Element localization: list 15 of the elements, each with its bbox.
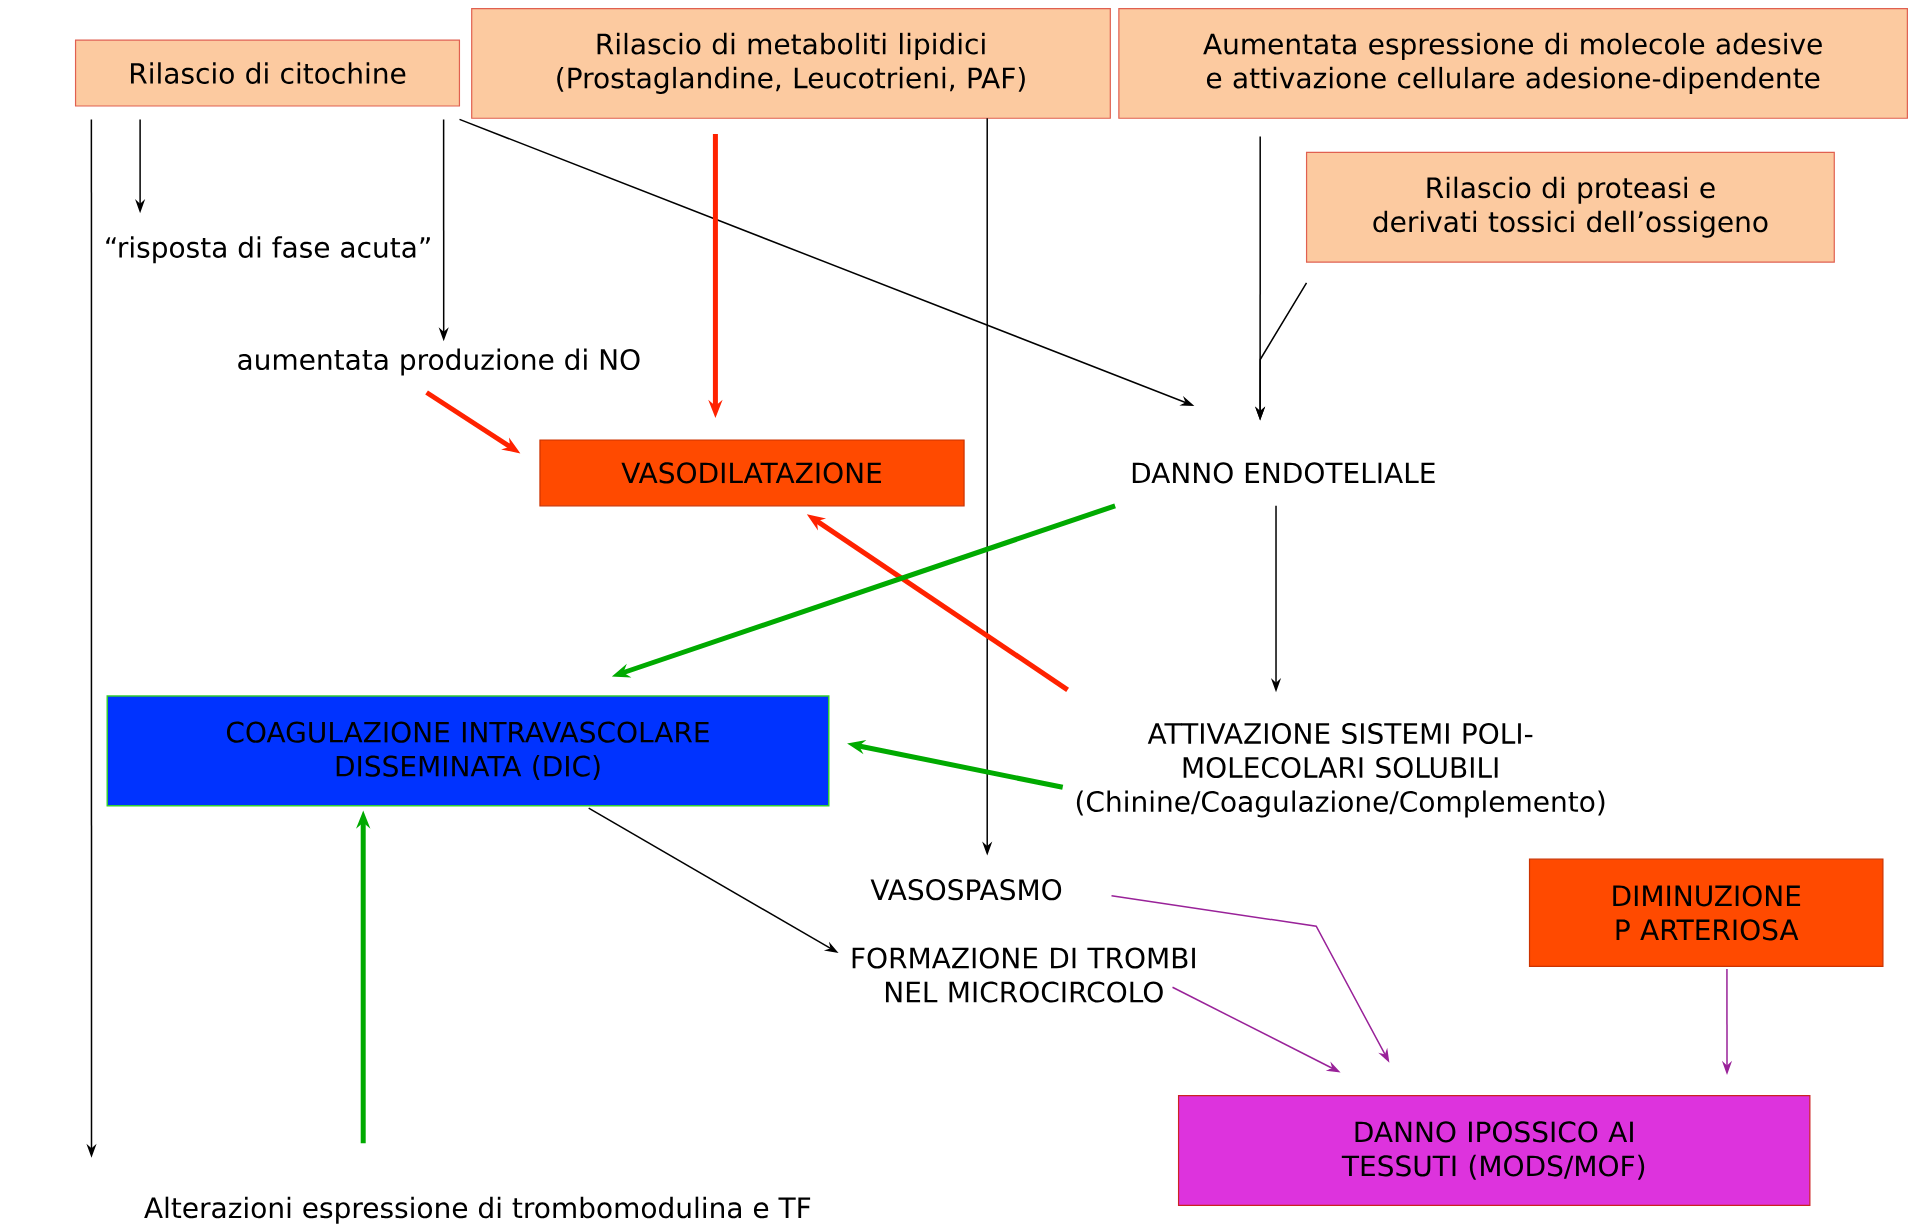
- process-box: VASODILATAZIONE: [539, 439, 965, 507]
- flow-text: Alterazioni espressione di trombomodulina e TF: [144, 1196, 811, 1224]
- flow-text: “risposta di fase acuta”: [106, 236, 430, 264]
- process-box: Rilascio di citochine: [74, 39, 461, 107]
- flow-text: ATTIVAZIONE SISTEMI POLI- MOLECOLARI SOLUBILI (Chinine/Coagulazione/Complemento): [1076, 722, 1605, 818]
- process-box: Rilascio di proteasi e derivati tossici dell’ossigeno: [1305, 151, 1835, 263]
- flow-text: FORMAZIONE DI TROMBI NEL MICROCIRCOLO: [852, 947, 1195, 1003]
- process-box: Aumentata espressione di molecole adesive e attivazione cellulare adesione-dipendente: [1118, 7, 1908, 119]
- process-box: Rilascio di metaboliti lipidici (Prostaglandine, Leucotrieni, PAF): [471, 7, 1111, 119]
- process-box: DANNO IPOSSICO AI TESSUTI (MODS/MOF): [1177, 1095, 1811, 1206]
- flow-text: VASOSPASMO: [870, 879, 1062, 901]
- process-box: COAGULAZIONE INTRAVASCOLARE DISSEMINATA (DIC): [106, 695, 830, 807]
- flow-text: DANNO ENDOTELIALE: [1132, 462, 1435, 484]
- process-box: DIMINUZIONE P ARTERIOSA: [1528, 858, 1884, 967]
- flow-text: aumentata produzione di NO: [238, 348, 640, 376]
